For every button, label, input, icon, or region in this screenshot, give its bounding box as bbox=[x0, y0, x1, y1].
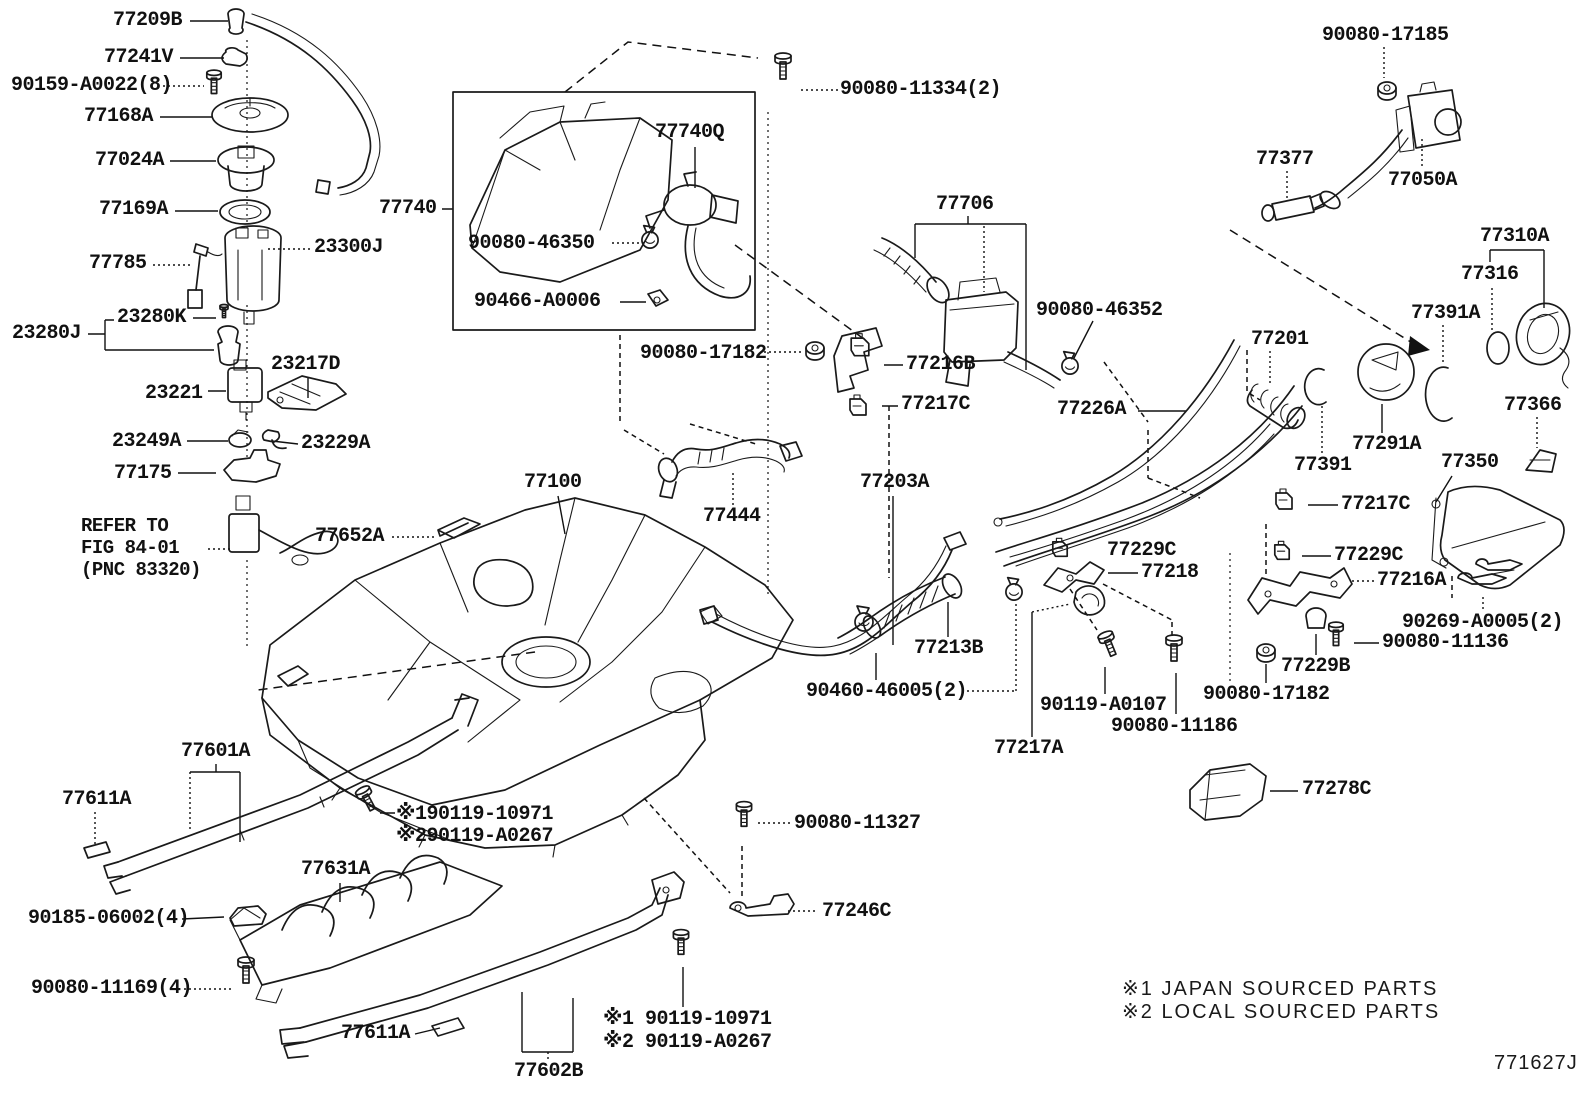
part-77631a: 77631A bbox=[301, 858, 371, 881]
part-90080-46352: 90080-46352 bbox=[1036, 299, 1163, 322]
dashed-connectors bbox=[258, 42, 1452, 896]
part-90460-46005: 90460-46005(2) bbox=[806, 680, 968, 703]
part-77241v: 77241V bbox=[104, 46, 174, 69]
part-90269-a0005: 90269-A0005(2) bbox=[1402, 611, 1564, 634]
part-77444: 77444 bbox=[703, 505, 761, 528]
part-23249a: 23249A bbox=[112, 430, 182, 453]
part-77611a-b: 77611A bbox=[341, 1022, 411, 1045]
part-77316: 77316 bbox=[1461, 263, 1519, 286]
part-77218: 77218 bbox=[1141, 561, 1199, 584]
part-77785: 77785 bbox=[89, 252, 147, 275]
part-23280k: 23280K bbox=[117, 306, 187, 329]
part-90080-17182-a: 90080-17182 bbox=[640, 342, 767, 365]
breather-hose-art bbox=[655, 439, 802, 498]
part-77740: 77740 bbox=[379, 197, 437, 220]
part-77377: 77377 bbox=[1256, 148, 1314, 171]
legend-local: ※2 LOCAL SOURCED PARTS bbox=[1122, 1001, 1441, 1023]
footnote-top-2: ※290119-A0267 bbox=[396, 825, 553, 848]
part-90466-a0006: 90466-A0006 bbox=[474, 290, 601, 313]
part-77229b: 77229B bbox=[1281, 655, 1351, 678]
part-77024a: 77024A bbox=[95, 149, 165, 172]
part-77217c-b: 77217C bbox=[1341, 493, 1411, 516]
part-77366: 77366 bbox=[1504, 394, 1562, 417]
part-90159-a0022: 90159-A0022(8) bbox=[11, 74, 173, 97]
part-77652a: 77652A bbox=[315, 525, 385, 548]
part-77601a: 77601A bbox=[181, 740, 251, 763]
part-23217d: 23217D bbox=[271, 353, 341, 376]
part-90119-a0107: 90119-A0107 bbox=[1040, 694, 1167, 717]
footnote-top-1: ※190119-10971 bbox=[396, 803, 553, 826]
part-77229c-a: 77229C bbox=[1107, 539, 1177, 562]
part-90080-11136: 90080-11136 bbox=[1382, 631, 1509, 654]
part-77291a: 77291A bbox=[1352, 433, 1422, 456]
part-23280j: 23280J bbox=[12, 322, 82, 345]
part-77100: 77100 bbox=[524, 471, 582, 494]
tank-band-art bbox=[84, 666, 690, 1058]
ref-note: REFER TO FIG 84-01 (PNC 83320) bbox=[81, 515, 201, 581]
vapor-separator-art bbox=[874, 238, 1079, 388]
part-90080-11186: 90080-11186 bbox=[1111, 715, 1238, 738]
part-77350: 77350 bbox=[1441, 451, 1499, 474]
part-90080-11327: 90080-11327 bbox=[794, 812, 921, 835]
part-90080-17185: 90080-17185 bbox=[1322, 24, 1449, 47]
part-90080-11169: 90080-11169(4) bbox=[31, 977, 193, 1000]
part-77310a: 77310A bbox=[1480, 225, 1550, 248]
part-77706: 77706 bbox=[936, 193, 994, 216]
fuel-pump-parts-art bbox=[188, 9, 480, 565]
footnote-bottom-1: ※1 90119-10971 bbox=[603, 1008, 772, 1031]
part-77740q: 77740Q bbox=[655, 121, 725, 144]
part-90185-06002: 90185-06002(4) bbox=[28, 907, 190, 930]
bracket-fastener-art bbox=[730, 52, 1522, 916]
part-77229c-b: 77229C bbox=[1334, 544, 1404, 567]
part-77175: 77175 bbox=[114, 462, 172, 485]
part-77611a-a: 77611A bbox=[62, 788, 132, 811]
part-90080-17182-b: 90080-17182 bbox=[1203, 683, 1330, 706]
part-77391a: 77391A bbox=[1411, 302, 1481, 325]
part-77216b: 77216B bbox=[906, 353, 976, 376]
charcoal-canister-art bbox=[453, 92, 755, 330]
part-77216a: 77216A bbox=[1377, 569, 1447, 592]
part-90080-11334: 90080-11334(2) bbox=[840, 78, 1002, 101]
part-77201: 77201 bbox=[1251, 328, 1309, 351]
part-77226a: 77226A bbox=[1057, 398, 1127, 421]
part-23229a: 23229A bbox=[301, 432, 371, 455]
part-77169a: 77169A bbox=[99, 198, 169, 221]
diagram-code: 771627J bbox=[1494, 1052, 1578, 1074]
part-77278c: 77278C bbox=[1302, 778, 1372, 801]
part-77391: 77391 bbox=[1294, 454, 1352, 477]
part-77246c: 77246C bbox=[822, 900, 892, 923]
part-77203a: 77203A bbox=[860, 471, 930, 494]
footnote-bottom-2: ※2 90119-A0267 bbox=[603, 1031, 772, 1054]
vacuum-valve-art bbox=[1262, 81, 1461, 221]
legend-japan: ※1 JAPAN SOURCED PARTS bbox=[1122, 978, 1439, 1000]
leader-lines bbox=[88, 21, 1544, 1052]
part-77168a: 77168A bbox=[84, 105, 154, 128]
part-23221: 23221 bbox=[145, 382, 203, 405]
leader-lines-dotted bbox=[95, 40, 1537, 1060]
filler-pipe-art bbox=[700, 296, 1577, 655]
part-77602b: 77602B bbox=[514, 1060, 584, 1083]
part-77213b: 77213B bbox=[914, 637, 984, 660]
part-77217a: 77217A bbox=[994, 737, 1064, 760]
part-90080-46350: 90080-46350 bbox=[468, 232, 595, 255]
part-23300j: 23300J bbox=[314, 236, 384, 259]
part-77209b: 77209B bbox=[113, 9, 183, 32]
part-77050a: 77050A bbox=[1388, 169, 1458, 192]
part-77217c-a: 77217C bbox=[901, 393, 971, 416]
